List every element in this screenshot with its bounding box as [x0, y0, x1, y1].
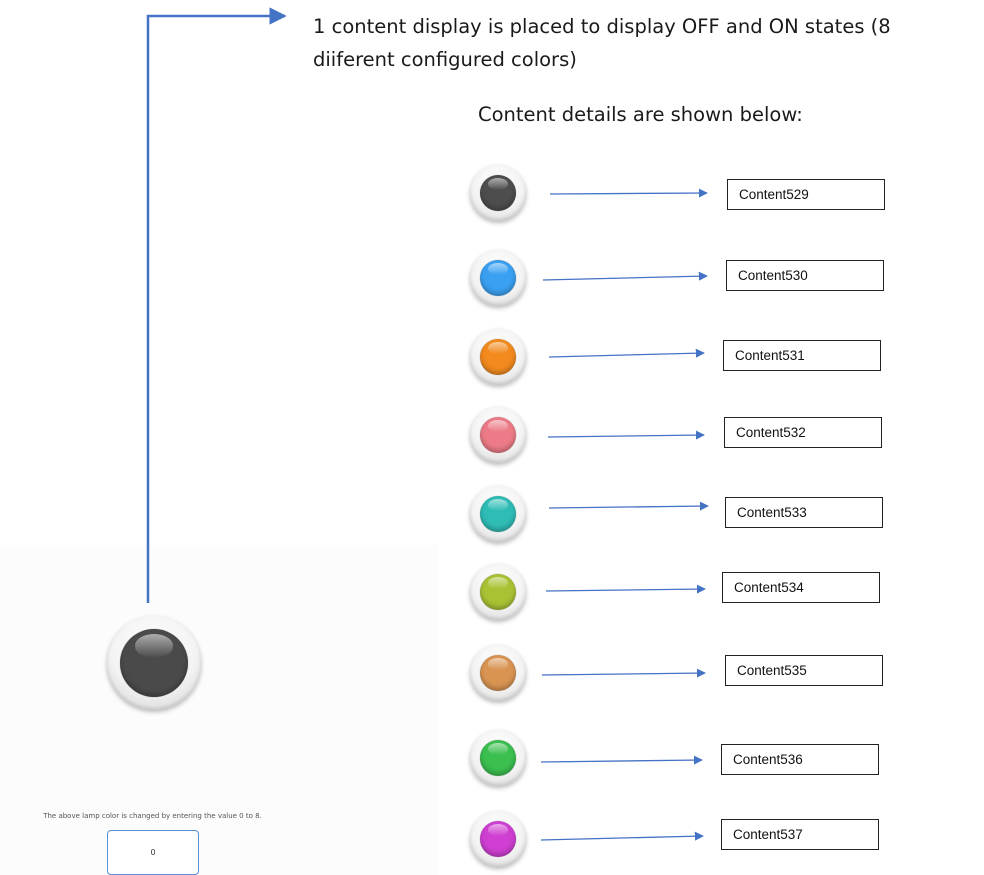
lamp-536-icon — [470, 730, 526, 786]
lamp-537-arrow — [540, 831, 704, 841]
diagram-title: 1 content display is placed to display O… — [313, 15, 891, 71]
lamp-532-color — [480, 417, 516, 453]
lamp-533-arrow — [548, 501, 709, 511]
content-label-532: Content532 — [724, 417, 882, 448]
lamp-532-arrow — [547, 430, 705, 440]
main-lamp[interactable] — [107, 616, 201, 710]
lamp-529-arrow — [549, 188, 708, 198]
lamp-instruction-text: The above lamp color is changed by enter… — [43, 812, 262, 820]
content-label-531: Content531 — [723, 340, 881, 371]
content-label-535: Content535 — [725, 655, 883, 686]
content-label-534: Content534 — [722, 572, 880, 603]
lamp-534-arrow — [545, 584, 706, 594]
lamp-529-icon — [470, 165, 526, 221]
lamp-536-arrow — [540, 755, 703, 765]
content-label-536: Content536 — [721, 744, 879, 775]
content-label-530: Content530 — [726, 260, 884, 291]
lamp-value-input[interactable] — [107, 830, 199, 875]
lamp-529-color — [480, 175, 516, 211]
content-label-537: Content537 — [721, 819, 879, 850]
lamp-537-icon — [470, 811, 526, 867]
main-lamp-core — [120, 629, 188, 697]
content-details-heading: Content details are shown below: — [478, 103, 803, 126]
lamp-534-icon — [470, 564, 526, 620]
lamp-530-arrow — [542, 271, 708, 281]
lamp-534-color — [480, 574, 516, 610]
widget-preview-panel — [0, 545, 438, 875]
content-label-533: Content533 — [725, 497, 883, 528]
main-lamp-connector-arrow — [146, 7, 287, 603]
content-label-529: Content529 — [727, 179, 885, 210]
lamp-533-icon — [470, 486, 526, 542]
lamp-535-icon — [470, 645, 526, 701]
lamp-536-color — [480, 740, 516, 776]
lamp-532-icon — [470, 407, 526, 463]
lamp-531-icon — [470, 329, 526, 385]
lamp-531-color — [480, 339, 516, 375]
lamp-530-icon — [470, 250, 526, 306]
lamp-533-color — [480, 496, 516, 532]
lamp-535-color — [480, 655, 516, 691]
lamp-530-color — [480, 260, 516, 296]
lamp-537-color — [480, 821, 516, 857]
lamp-531-arrow — [548, 348, 705, 358]
lamp-535-arrow — [541, 668, 706, 678]
